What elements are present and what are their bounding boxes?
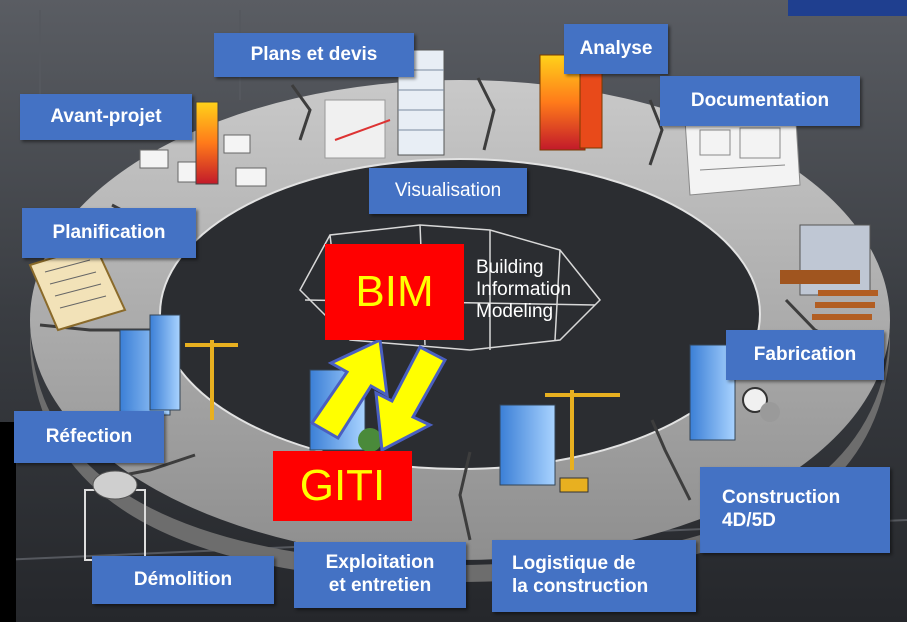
label-visualisation-text: Visualisation <box>394 179 502 201</box>
plans-model <box>324 49 445 159</box>
avant-projet-model <box>139 101 267 187</box>
label-plans-et-devis-text: Plans et devis <box>250 43 378 65</box>
giti-box: GITI <box>273 451 412 521</box>
label-planification-text: Planification <box>52 221 166 243</box>
label-avant-projet-text: Avant-projet <box>50 105 162 127</box>
exchange-arrows <box>309 337 448 453</box>
label-construction-line1: Construction <box>722 487 841 509</box>
arrow-up-icon <box>309 337 389 441</box>
label-analyse: Analyse <box>564 24 668 74</box>
label-demolition: Démolition <box>92 556 274 604</box>
corner-accent <box>788 0 907 16</box>
label-planification: Planification <box>22 208 196 258</box>
bim-caption-line1: Building <box>476 257 544 278</box>
bim-caption-line3: Modeling <box>476 301 554 322</box>
label-construction-4d-5d: Construction 4D/5D <box>700 467 890 553</box>
refection-model <box>119 314 238 420</box>
label-demolition-text: Démolition <box>133 568 233 590</box>
label-refection: Réfection <box>14 411 164 463</box>
label-exploitation-et-entretien: Exploitation et entretien <box>294 542 466 608</box>
bim-caption: Building Information Modeling <box>476 257 571 323</box>
label-analyse-text: Analyse <box>579 37 653 59</box>
left-dark-strip <box>0 422 16 622</box>
label-construction-line2: 4D/5D <box>722 510 776 531</box>
giti-label: GITI <box>299 461 386 510</box>
demolition-model <box>84 470 146 561</box>
label-logistique-line1: Logistique de <box>512 553 636 575</box>
label-refection-text: Réfection <box>45 425 133 447</box>
label-fabrication: Fabrication <box>726 330 884 380</box>
documentation-model <box>684 104 801 196</box>
label-logistique-de-la-construction: Logistique de la construction <box>492 540 696 612</box>
label-documentation-text: Documentation <box>690 89 830 111</box>
fabrication-model <box>780 224 878 320</box>
label-plans-et-devis: Plans et devis <box>214 33 414 77</box>
label-visualisation: Visualisation <box>369 168 527 214</box>
bim-box: BIM <box>325 244 464 340</box>
ring-inner-edge <box>159 158 761 470</box>
label-exploitation-line1: Exploitation <box>325 552 435 574</box>
label-fabrication-text: Fabrication <box>753 343 857 365</box>
label-exploitation-line2: et entretien <box>328 575 432 596</box>
label-avant-projet: Avant-projet <box>20 94 192 140</box>
label-logistique-line2: la construction <box>512 576 649 597</box>
bim-label: BIM <box>355 267 434 316</box>
label-documentation: Documentation <box>660 76 860 126</box>
construction-model <box>499 390 620 493</box>
arrow-down-icon <box>374 344 448 453</box>
bim-caption-line2: Information <box>476 279 572 300</box>
